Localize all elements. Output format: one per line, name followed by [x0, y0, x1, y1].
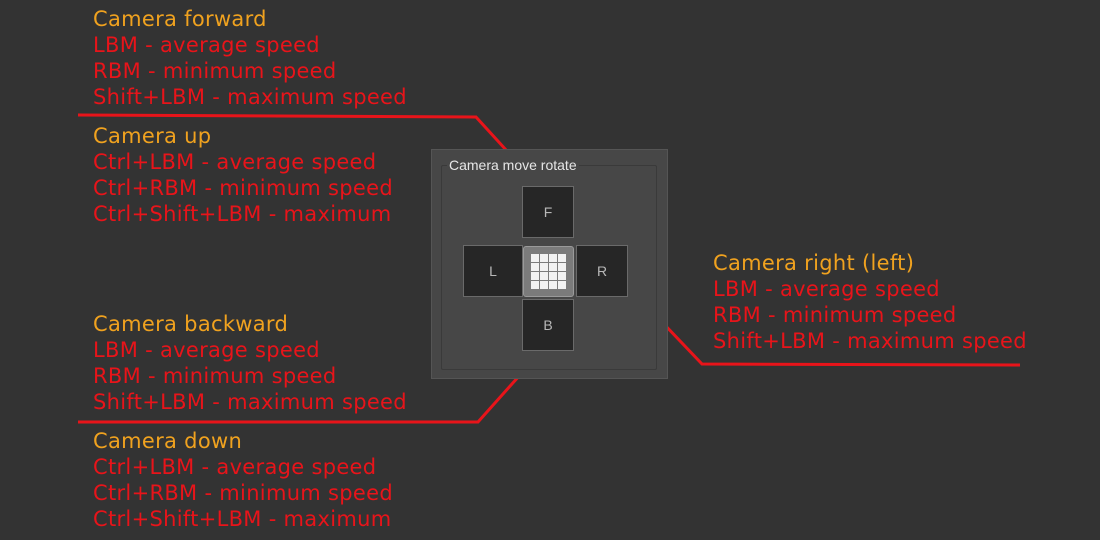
note-line: Ctrl+LBM - average speed	[93, 150, 377, 174]
note-line: LBM - average speed	[93, 33, 320, 57]
grid-icon	[531, 254, 566, 289]
note-title: Camera down	[93, 429, 243, 453]
note-title: Camera forward	[93, 7, 267, 31]
note-line: Ctrl+RBM - minimum speed	[93, 176, 393, 200]
note-line: Shift+LBM - maximum speed	[93, 390, 407, 414]
note-camera-down: Camera down Ctrl+LBM - average speed Ctr…	[93, 428, 393, 532]
note-line: RBM - minimum speed	[93, 364, 337, 388]
left-button[interactable]: L	[463, 245, 523, 297]
note-title: Camera backward	[93, 312, 289, 336]
camera-move-rotate-panel: Camera move rotate F L R B	[431, 149, 668, 379]
forward-button[interactable]: F	[522, 186, 574, 238]
note-line: Ctrl+LBM - average speed	[93, 455, 377, 479]
panel-title: Camera move rotate	[447, 156, 579, 174]
note-line: Shift+LBM - maximum speed	[713, 329, 1027, 353]
note-line: Ctrl+Shift+LBM - maximum	[93, 507, 392, 531]
note-line: Ctrl+Shift+LBM - maximum	[93, 202, 392, 226]
note-line: LBM - average speed	[713, 277, 940, 301]
note-title: Camera up	[93, 124, 212, 148]
note-line: RBM - minimum speed	[713, 303, 957, 327]
note-camera-forward: Camera forward LBM - average speed RBM -…	[93, 6, 407, 110]
rotate-center-button[interactable]	[523, 246, 574, 297]
note-line: Shift+LBM - maximum speed	[93, 85, 407, 109]
note-camera-up: Camera up Ctrl+LBM - average speed Ctrl+…	[93, 123, 393, 227]
note-camera-right: Camera right (left) LBM - average speed …	[713, 250, 1027, 354]
note-camera-backward: Camera backward LBM - average speed RBM …	[93, 311, 407, 415]
note-line: LBM - average speed	[93, 338, 320, 362]
note-line: RBM - minimum speed	[93, 59, 337, 83]
note-line: Ctrl+RBM - minimum speed	[93, 481, 393, 505]
backward-button[interactable]: B	[522, 299, 574, 351]
right-button[interactable]: R	[576, 245, 628, 297]
note-title: Camera right (left)	[713, 251, 915, 275]
